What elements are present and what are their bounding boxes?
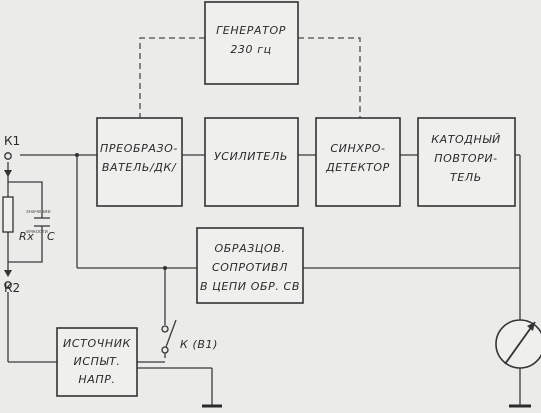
terminal-k2-label: К2	[4, 281, 20, 295]
converter-label-line1: ПРЕОБРАЗО-	[100, 142, 178, 155]
source-label-line3: НАПР.	[78, 373, 115, 386]
capacitor-c-label: С	[47, 230, 55, 243]
converter-label-line2: ВАТЕЛЬ/ДК/	[102, 161, 177, 174]
cathode-follower-label-line2: ПОВТОРИ-	[434, 152, 498, 165]
resistor-rx-symbol	[2, 196, 14, 233]
reference-resistances-block: ОБРАЗЦОВ. СОПРОТИВЛ В ЦЕПИ ОБР. СВ	[196, 227, 304, 304]
generator-links	[139, 37, 361, 118]
cathode-follower-block: КАТОДНЫЙ ПОВТОРИ- ТЕЛЬ	[417, 117, 516, 207]
switch-k-label: К (В1)	[180, 338, 218, 351]
sync-detector-block: СИНХРО- ДЕТЕКТОР	[315, 117, 401, 207]
arrow-icon	[4, 270, 12, 277]
reference-label-line1: ОБРАЗЦОВ.	[214, 242, 285, 255]
cathode-follower-label-line3: ТЕЛЬ	[450, 171, 482, 184]
junction-dot	[163, 266, 167, 270]
terminal-k1-circle	[4, 152, 12, 160]
sync-detector-label-line1: СИНХРО-	[330, 142, 385, 155]
amplifier-block: УСИЛИТЕЛЬ	[204, 117, 299, 207]
source-label-line1: ИСТОЧНИК	[63, 337, 132, 350]
sync-detector-label-line2: ДЕТЕКТОР	[325, 161, 390, 174]
small-note-2: емкости	[26, 229, 48, 235]
arrow-icon	[4, 170, 12, 177]
generator-label-line2: 230 гц	[230, 43, 271, 56]
reference-label-line3: В ЦЕПИ ОБР. СВ	[200, 280, 300, 293]
meter-icon	[495, 319, 541, 369]
terminal-k2-circle	[4, 281, 12, 289]
generator-block: ГЕНЕРАТОР 230 гц	[204, 1, 299, 85]
signal-wires	[7, 154, 521, 405]
amplifier-label: УСИЛИТЕЛЬ	[214, 150, 288, 163]
cathode-follower-label-line1: КАТОДНЫЙ	[431, 133, 501, 146]
resistor-rx-label: Rx	[19, 230, 34, 243]
switch-k-b1	[161, 319, 177, 354]
junction-dots	[75, 153, 167, 270]
converter-block: ПРЕОБРАЗО- ВАТЕЛЬ/ДК/	[96, 117, 183, 207]
reference-label-line2: СОПРОТИВЛ	[212, 261, 288, 274]
terminal-k1-label: К1	[4, 134, 20, 148]
small-note-1: значение	[26, 209, 51, 215]
junction-dot	[75, 153, 79, 157]
test-voltage-source-block: ИСТОЧНИК ИСПЫТ. НАПР.	[56, 327, 138, 397]
generator-label-line1: ГЕНЕРАТОР	[216, 24, 286, 37]
source-label-line2: ИСПЫТ.	[74, 355, 121, 368]
